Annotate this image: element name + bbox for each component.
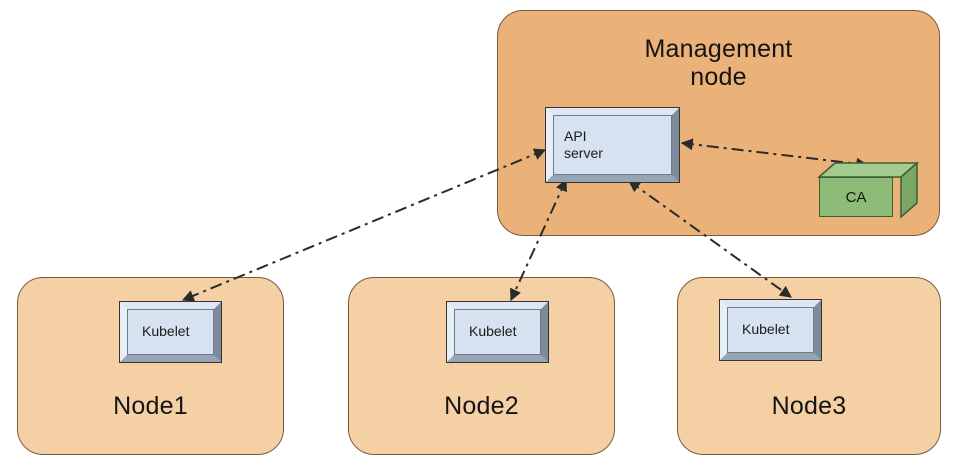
api-server-label-line2: server [564, 145, 603, 161]
api-server-inner: API server [553, 115, 672, 175]
node2-title: Node2 [444, 392, 519, 420]
management-node-title-line1: Management [644, 35, 793, 63]
kubelet2-component[interactable]: Kubelet [446, 301, 549, 363]
kubelet3-component[interactable]: Kubelet [719, 299, 822, 361]
kubelet2-label: Kubelet [469, 323, 517, 340]
ca-label: CA [845, 188, 867, 206]
kubelet2-inner: Kubelet [454, 309, 541, 355]
node3-title: Node3 [771, 392, 847, 420]
management-node-title-line2: node [690, 63, 747, 91]
ca-3d-faces [817, 161, 919, 219]
ca-component[interactable]: CA [817, 161, 919, 221]
kubelet1-label: Kubelet [142, 323, 190, 340]
node1-title: Node1 [113, 392, 188, 420]
kubelet1-component[interactable]: Kubelet [119, 301, 222, 363]
kubelet3-label: Kubelet [742, 321, 790, 338]
ca-front-face: CA [819, 177, 893, 217]
kubelet1-inner: Kubelet [127, 309, 214, 355]
api-server-component[interactable]: API server [545, 107, 680, 183]
api-server-label: API server [554, 128, 603, 162]
api-server-label-line1: API [564, 127, 587, 144]
management-node-title: Management node [498, 35, 939, 91]
kubelet3-inner: Kubelet [727, 307, 814, 353]
